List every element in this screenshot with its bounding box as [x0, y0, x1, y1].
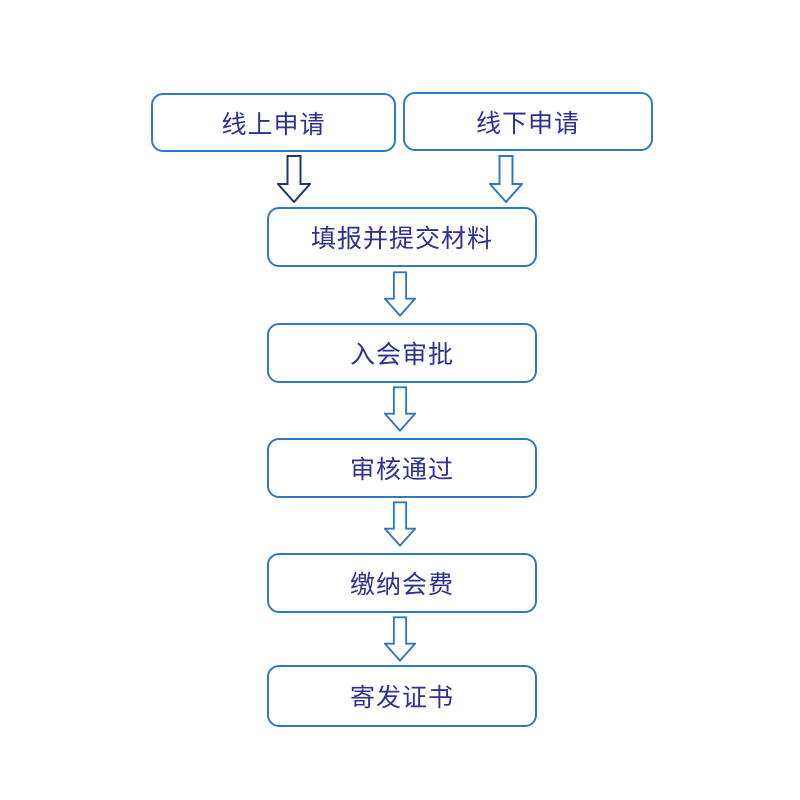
node-label: 填报并提交材料: [310, 225, 493, 253]
down-arrow-icon: [384, 271, 416, 317]
down-arrow-icon: [277, 155, 311, 203]
node-pay-membership-fee: 缴纳会费: [267, 553, 537, 613]
node-submit-materials: 填报并提交材料: [267, 207, 537, 267]
down-arrow-icon: [384, 386, 416, 432]
node-send-certificate: 寄发证书: [267, 665, 537, 727]
node-label: 线下申请: [475, 109, 580, 138]
node-label: 缴纳会费: [349, 571, 454, 599]
node-label: 寄发证书: [349, 684, 454, 712]
node-online-application: 线上申请: [151, 93, 396, 152]
down-arrow-icon: [384, 616, 416, 662]
down-arrow-icon: [384, 501, 416, 547]
node-label: 入会审批: [349, 341, 454, 369]
node-review-passed: 审核通过: [267, 438, 537, 498]
down-arrow-icon: [489, 155, 523, 203]
node-label: 线上申请: [221, 110, 326, 139]
node-offline-application: 线下申请: [403, 92, 653, 151]
node-membership-approval: 入会审批: [267, 323, 537, 383]
node-label: 审核通过: [349, 456, 454, 484]
